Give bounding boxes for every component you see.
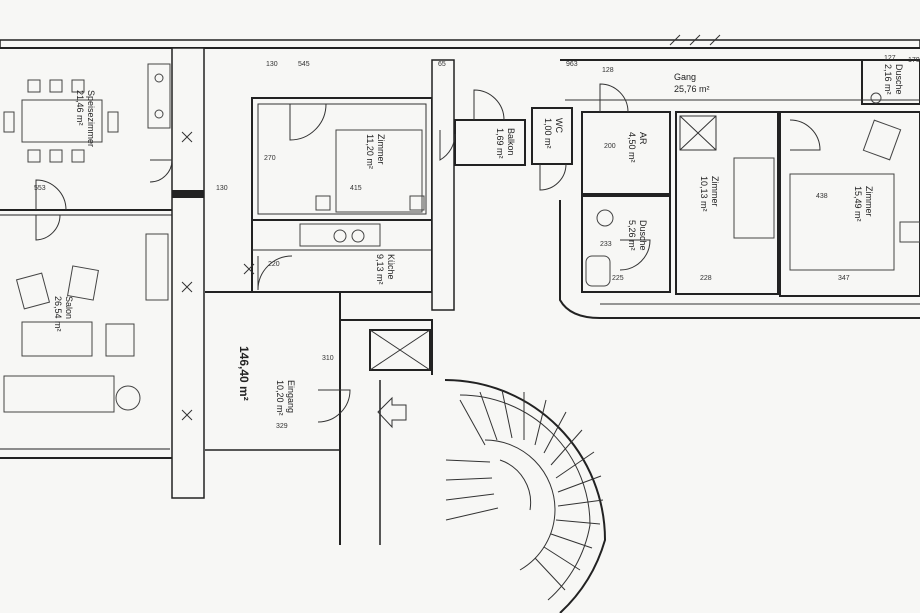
room-name-eingang: Eingang bbox=[286, 380, 296, 413]
room-area-balkon: 1,69 m² bbox=[495, 128, 505, 159]
room-area-dusche-2: 2,16 m² bbox=[883, 64, 893, 95]
room-area-wc: 1,00 m² bbox=[543, 118, 553, 149]
dimension-label: 553 bbox=[34, 185, 46, 192]
dimension-label: 438 bbox=[816, 193, 828, 200]
dimension-label: 329 bbox=[276, 423, 288, 430]
room-name-wc: WC bbox=[554, 118, 564, 133]
room-name-ar: AR bbox=[638, 132, 648, 145]
room-name-speisezimmer: Speisezimmer bbox=[86, 90, 96, 147]
spiral-staircase bbox=[444, 379, 607, 613]
room-area-ar: 4,50 m² bbox=[627, 132, 637, 163]
dimension-label: 228 bbox=[700, 275, 712, 282]
walls bbox=[0, 39, 920, 545]
room-name-dusche-1: Dusche bbox=[638, 220, 648, 251]
room-labels: Speisezimmer 21,46 m² Salon 26,54 m² Zim… bbox=[53, 64, 904, 416]
dimension-label: 128 bbox=[602, 67, 614, 74]
room-name-gang: Gang bbox=[674, 72, 696, 82]
dimension-label: 130 bbox=[266, 61, 278, 68]
room-name-balkon: Balkon bbox=[506, 128, 516, 156]
room-area-dusche-1: 5,26 m² bbox=[627, 220, 637, 251]
dimension-label: 220 bbox=[268, 261, 280, 268]
room-name-salon: Salon bbox=[64, 296, 74, 319]
dimension-label: 545 bbox=[298, 61, 310, 68]
room-name-zimmer-3: Zimmer bbox=[864, 186, 874, 217]
dimension-label: 347 bbox=[838, 275, 850, 282]
room-area-zimmer-2: 10,13 m² bbox=[699, 176, 709, 212]
room-name-dusche-2: Dusche bbox=[894, 64, 904, 95]
room-area-zimmer-3: 15,49 m² bbox=[853, 186, 863, 222]
dimension-labels: 130 545 65 963 128 127 170 553 130 270 4… bbox=[34, 55, 920, 430]
room-name-zimmer-1: Zimmer bbox=[376, 134, 386, 165]
dimension-label: 130 bbox=[216, 185, 228, 192]
room-area-salon: 26,54 m² bbox=[53, 296, 63, 332]
furniture bbox=[3, 34, 920, 413]
dimension-label: 170 bbox=[908, 57, 920, 64]
dimension-label: 310 bbox=[322, 355, 334, 362]
dimension-label: 127 bbox=[884, 55, 896, 62]
room-area-eingang: 10,20 m² bbox=[275, 380, 285, 416]
dimension-label: 963 bbox=[566, 61, 578, 68]
dimension-label: 233 bbox=[600, 241, 612, 248]
dimension-label: 225 bbox=[612, 275, 624, 282]
dimension-label: 270 bbox=[264, 155, 276, 162]
dimension-label: 65 bbox=[438, 61, 446, 68]
dimension-label: 415 bbox=[350, 185, 362, 192]
room-area-gang: 25,76 m² bbox=[674, 84, 710, 94]
radiator-symbols bbox=[181, 131, 255, 421]
room-name-kueche: Küche bbox=[386, 254, 396, 280]
room-area-speisezimmer: 21,46 m² bbox=[75, 90, 85, 126]
room-area-zimmer-1: 11,20 m² bbox=[365, 134, 375, 169]
room-area-kueche: 9,13 m² bbox=[375, 254, 385, 285]
doors bbox=[35, 83, 821, 423]
total-area: 146,40 m² bbox=[237, 346, 251, 401]
dimension-label: 200 bbox=[604, 143, 616, 150]
room-name-zimmer-2: Zimmer bbox=[710, 176, 720, 207]
